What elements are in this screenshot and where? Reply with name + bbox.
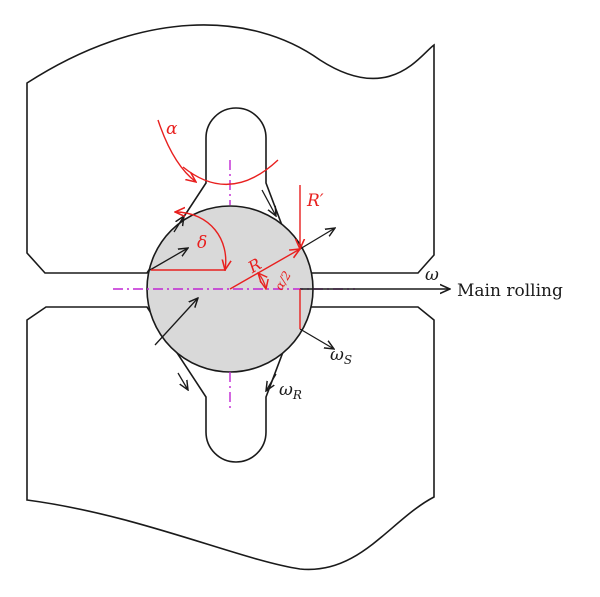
force-arrow-lower-left bbox=[154, 298, 198, 346]
delta-label: δ bbox=[197, 233, 207, 253]
omega-label: ω bbox=[425, 265, 439, 285]
flank-arrow-lower-left bbox=[177, 372, 188, 390]
upper-roll-outline bbox=[26, 24, 435, 274]
alpha-half-arc bbox=[258, 273, 266, 289]
normal-arrow-upper-right bbox=[299, 228, 335, 250]
flank-arrow-upper-right bbox=[261, 189, 276, 216]
r-prime-label: R′ bbox=[306, 191, 324, 211]
alpha-angle-arc bbox=[182, 159, 279, 186]
main-rolling-label: Main rolling bbox=[457, 281, 563, 301]
delta-angle-arc bbox=[175, 212, 226, 270]
alpha-leader bbox=[157, 119, 196, 182]
lower-roll-outline bbox=[26, 306, 435, 571]
alpha-label: α bbox=[166, 119, 178, 139]
omega-s-arrow bbox=[299, 328, 334, 349]
omega-r-label: ωR bbox=[279, 380, 302, 402]
radius-r-line bbox=[229, 249, 300, 290]
omega-s-label: ωS bbox=[330, 345, 352, 367]
flank-arrow-lower-right bbox=[266, 373, 277, 391]
